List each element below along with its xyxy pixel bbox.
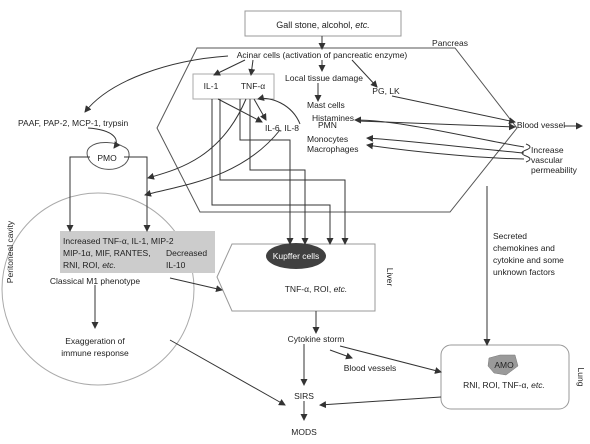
- blood-vessels-label: Blood vessels: [344, 363, 396, 373]
- lung-label: Lung: [576, 368, 586, 387]
- macrophages-label: Macrophages: [307, 144, 359, 154]
- increase-vp-line3: permeability: [531, 165, 578, 175]
- decreased-line2: IL-10: [166, 260, 186, 270]
- il6-il8-label: IL-6, IL-8: [265, 123, 299, 133]
- local-damage-label: Local tissue damage: [285, 73, 363, 83]
- pancreas-outline: [156, 47, 518, 213]
- pancreas-label: Pancreas: [432, 38, 468, 48]
- acinar-label: Acinar cells (activation of pancreatic e…: [237, 50, 408, 60]
- trigger-label: Gall stone, alcohol, etc.: [276, 20, 370, 30]
- mods-label: MODS: [291, 427, 317, 437]
- cytokine-storm-label: Cytokine storm: [288, 334, 345, 344]
- il1-label: IL-1: [204, 81, 219, 91]
- amo-cell-shape: [487, 354, 519, 376]
- pmn-label: PMN: [318, 120, 337, 130]
- kupffer-label: Kupffer cells: [273, 251, 320, 261]
- secreted-line2: chemokines and: [493, 243, 555, 253]
- liver-outline: [216, 243, 376, 312]
- decreased-line1: Decreased: [166, 248, 207, 258]
- secreted-line3: cytokine and some: [493, 255, 564, 265]
- classical-m1-label: Classical M1 phenotype: [50, 276, 141, 286]
- liver-label: Liver: [385, 268, 395, 287]
- il1-tnf-box: [192, 73, 275, 100]
- kupffer-outputs-label: TNF-α, ROI, etc.: [285, 284, 348, 294]
- mast-cells-label: Mast cells: [307, 100, 345, 110]
- increased-line2: MIP-1α, MIF, RANTES,: [63, 248, 151, 258]
- cytokine-gray-box: [60, 231, 215, 273]
- peritoneal-cavity-circle: [1, 192, 195, 386]
- pg-lk-label: PG, LK: [372, 86, 400, 96]
- lung-box: [440, 344, 570, 410]
- connectors: [66, 36, 583, 421]
- kupffer-cell-shape: [266, 243, 326, 269]
- secreted-line1: Secreted: [493, 231, 527, 241]
- trigger-box: [244, 10, 402, 37]
- pmo-label: PMO: [97, 153, 117, 163]
- exaggeration-line2: immune response: [61, 348, 129, 358]
- secreted-line4: unknown factors: [493, 267, 555, 277]
- amo-label: AMO: [494, 360, 514, 370]
- peritoneal-cavity-label: Peritoneal cavity: [5, 220, 15, 283]
- amo-outputs-label: RNI, ROI, TNF-α, etc.: [463, 380, 545, 390]
- sirs-label: SIRS: [294, 391, 314, 401]
- paaf-label: PAAF, PAP-2, MCP-1, trypsin: [18, 118, 128, 128]
- increase-vp-line1: Increase: [531, 145, 564, 155]
- tnf-label: TNF-α: [241, 81, 265, 91]
- increased-line1: Increased TNF-α, IL-1, MIP-2: [63, 236, 174, 246]
- exaggeration-line1: Exaggeration of: [65, 336, 125, 346]
- increase-vp-line2: vascular: [531, 155, 563, 165]
- histamines-label: Histamines: [312, 113, 354, 123]
- blood-vessel-label: Blood vessel: [517, 120, 565, 130]
- increased-line3: RNI, ROI, etc.: [63, 260, 116, 270]
- monocytes-label: Monocytes: [307, 134, 348, 144]
